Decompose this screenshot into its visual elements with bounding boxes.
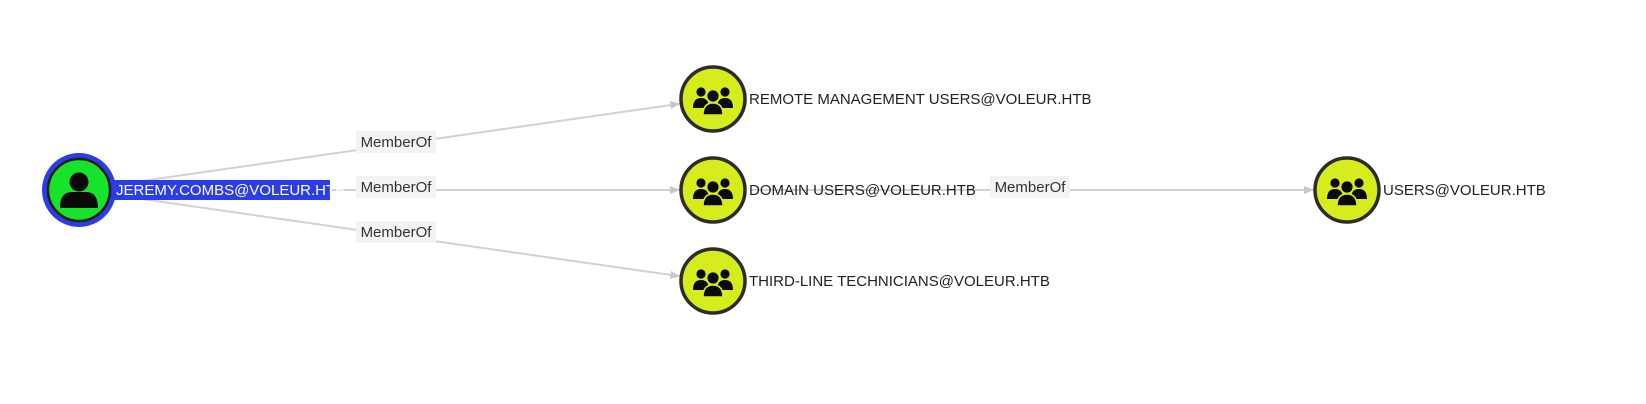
node-label[interactable]: THIRD-LINE TECHNICIANS@VOLEUR.HTB [749,273,1050,290]
edge-label: MemberOf [361,224,433,241]
edge-label: MemberOf [995,179,1067,196]
group-icon [693,178,733,207]
node-label[interactable]: REMOTE MANAGEMENT USERS@VOLEUR.HTB [749,91,1092,108]
node-label[interactable]: USERS@VOLEUR.HTB [1383,182,1546,199]
edge-label-background [990,176,1070,198]
group-icon [693,87,733,116]
node-label[interactable]: DOMAIN USERS@VOLEUR.HTB [749,182,976,199]
group-icon [693,269,733,298]
edge-label: MemberOf [361,179,433,196]
edge-jeremy-third_line[interactable]: MemberOf [116,194,681,279]
node-label[interactable]: JEREMY.COMBS@VOLEUR.HTB [116,182,345,199]
edge-label-background [356,221,436,243]
node-users[interactable]: USERS@VOLEUR.HTB [1313,156,1546,224]
node-jeremy[interactable]: JEREMY.COMBS@VOLEUR.HTB [42,153,345,227]
node-domain_users[interactable]: DOMAIN USERS@VOLEUR.HTB [679,156,976,224]
selected-label-background [113,180,330,200]
edge-label: MemberOf [361,134,433,151]
edge-label-background [356,131,436,153]
node-remote_mgmt[interactable]: REMOTE MANAGEMENT USERS@VOLEUR.HTB [679,65,1092,133]
group-icon [1327,178,1367,207]
edge-domain_users-users[interactable]: MemberOf [751,176,1314,198]
edge-label-background [356,176,436,198]
user-icon [60,172,98,208]
node-third_line[interactable]: THIRD-LINE TECHNICIANS@VOLEUR.HTB [679,247,1050,315]
nodes-layer: JEREMY.COMBS@VOLEUR.HTB REMOTE MANAGEMENT… [42,65,1546,315]
edge-jeremy-remote_mgmt[interactable]: MemberOf [116,101,681,186]
